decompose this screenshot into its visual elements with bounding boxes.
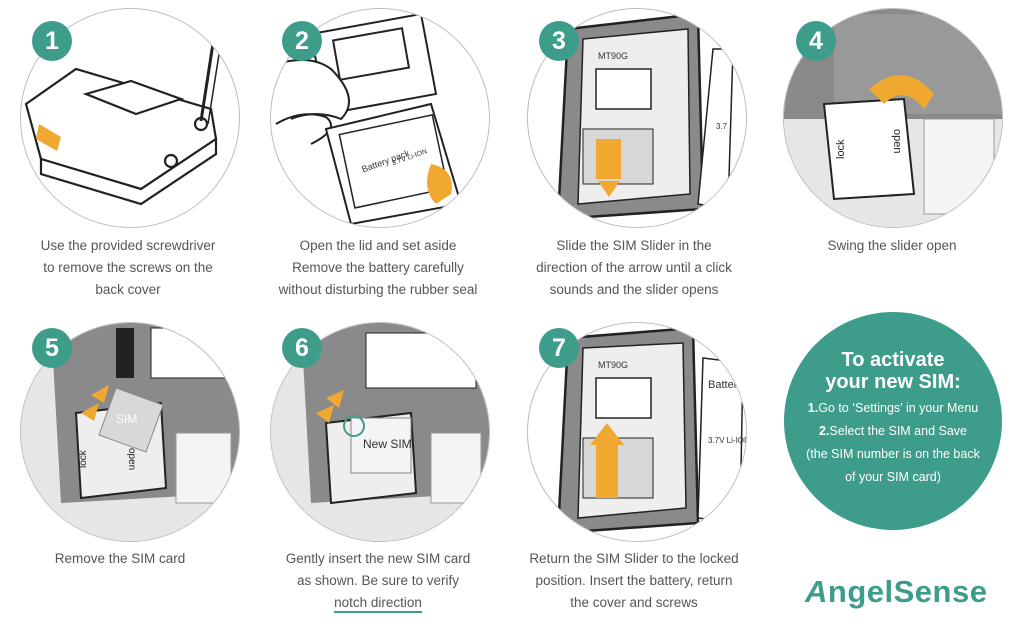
step-1-line-3: back cover [95, 282, 161, 297]
step-7-model: MT90G [598, 360, 628, 370]
step-1-badge: 1 [32, 21, 72, 61]
activate-item-1: 1.Go to ‘Settings’ in your Menu [807, 401, 979, 415]
step-7-battery-label: Batter [708, 379, 738, 391]
step-7-caption: Return the SIM Slider to the locked posi… [514, 548, 754, 614]
step-7-badge: 7 [539, 328, 579, 368]
activate-item-2: 2.Select the SIM and Save [818, 424, 968, 438]
step-3-line-3: sounds and the slider opens [549, 282, 719, 297]
step-3-line-2: direction of the arrow until a click [536, 260, 732, 275]
angelsense-logo: AngelSense [805, 574, 988, 609]
step-3-badge: 3 [539, 21, 579, 61]
activate-note-line-1: (the SIM number is on the back [806, 447, 980, 461]
step-7-line-3: the cover and screws [570, 595, 698, 610]
step-6-notch-link: notch direction [334, 595, 422, 613]
step-6-badge: 6 [282, 328, 322, 368]
step-5-badge: 5 [32, 328, 72, 368]
step-2-line-2: Remove the battery carefully [292, 260, 464, 275]
step-2-badge: 2 [282, 21, 322, 61]
activate-title-line-2: your new SIM: [825, 371, 961, 393]
step-6-new-sim: New SIM [363, 437, 412, 451]
step-7-line-2: position. Insert the battery, return [535, 573, 733, 588]
step-4-lock: lock [835, 139, 847, 159]
step-4-badge: 4 [796, 21, 836, 61]
step-5-line-1: Remove the SIM card [54, 551, 186, 566]
step-1-line-2: to remove the screws on the [43, 260, 213, 275]
step-2-line-3: without disturbing the rubber seal [278, 282, 478, 297]
step-1-line-1: Use the provided screwdriver [40, 238, 216, 253]
step-4-caption: Swing the slider open [772, 235, 1012, 257]
step-7-battery-spec: 3.7V Li-ION [708, 436, 746, 445]
step-5-sim: SIM [116, 412, 137, 426]
step-6-line-2: as shown. Be sure to verify [296, 573, 460, 588]
activate-sim-panel: To activate your new SIM: 1.Go to ‘Setti… [784, 312, 1002, 530]
activate-note-line-2: of your SIM card) [845, 470, 941, 484]
step-7-line-1: Return the SIM Slider to the locked [529, 551, 739, 566]
step-3-line-1: Slide the SIM Slider in the [556, 238, 712, 253]
step-2-line-1: Open the lid and set aside [299, 238, 457, 253]
step-4-line-1: Swing the slider open [827, 238, 957, 253]
activate-title: To activate your new SIM: [784, 349, 1002, 393]
step-6-line-1: Gently insert the new SIM card [285, 551, 471, 566]
step-1-caption: Use the provided screwdriver to remove t… [8, 235, 248, 301]
step-6-caption: Gently insert the new SIM card as shown.… [258, 548, 498, 614]
step-3-side-label: 3.7 [716, 122, 728, 131]
step-1-illustration [20, 8, 240, 228]
step-4-open: open [891, 129, 903, 153]
step-3-caption: Slide the SIM Slider in the direction of… [514, 235, 754, 301]
step-5-open: open [126, 448, 137, 470]
step-5-caption: Remove the SIM card [0, 548, 240, 570]
activate-title-line-1: To activate [841, 349, 945, 371]
step-2-caption: Open the lid and set aside Remove the ba… [258, 235, 498, 301]
step-3-model: MT90G [598, 51, 628, 61]
step-5-lock: lock [78, 449, 89, 468]
